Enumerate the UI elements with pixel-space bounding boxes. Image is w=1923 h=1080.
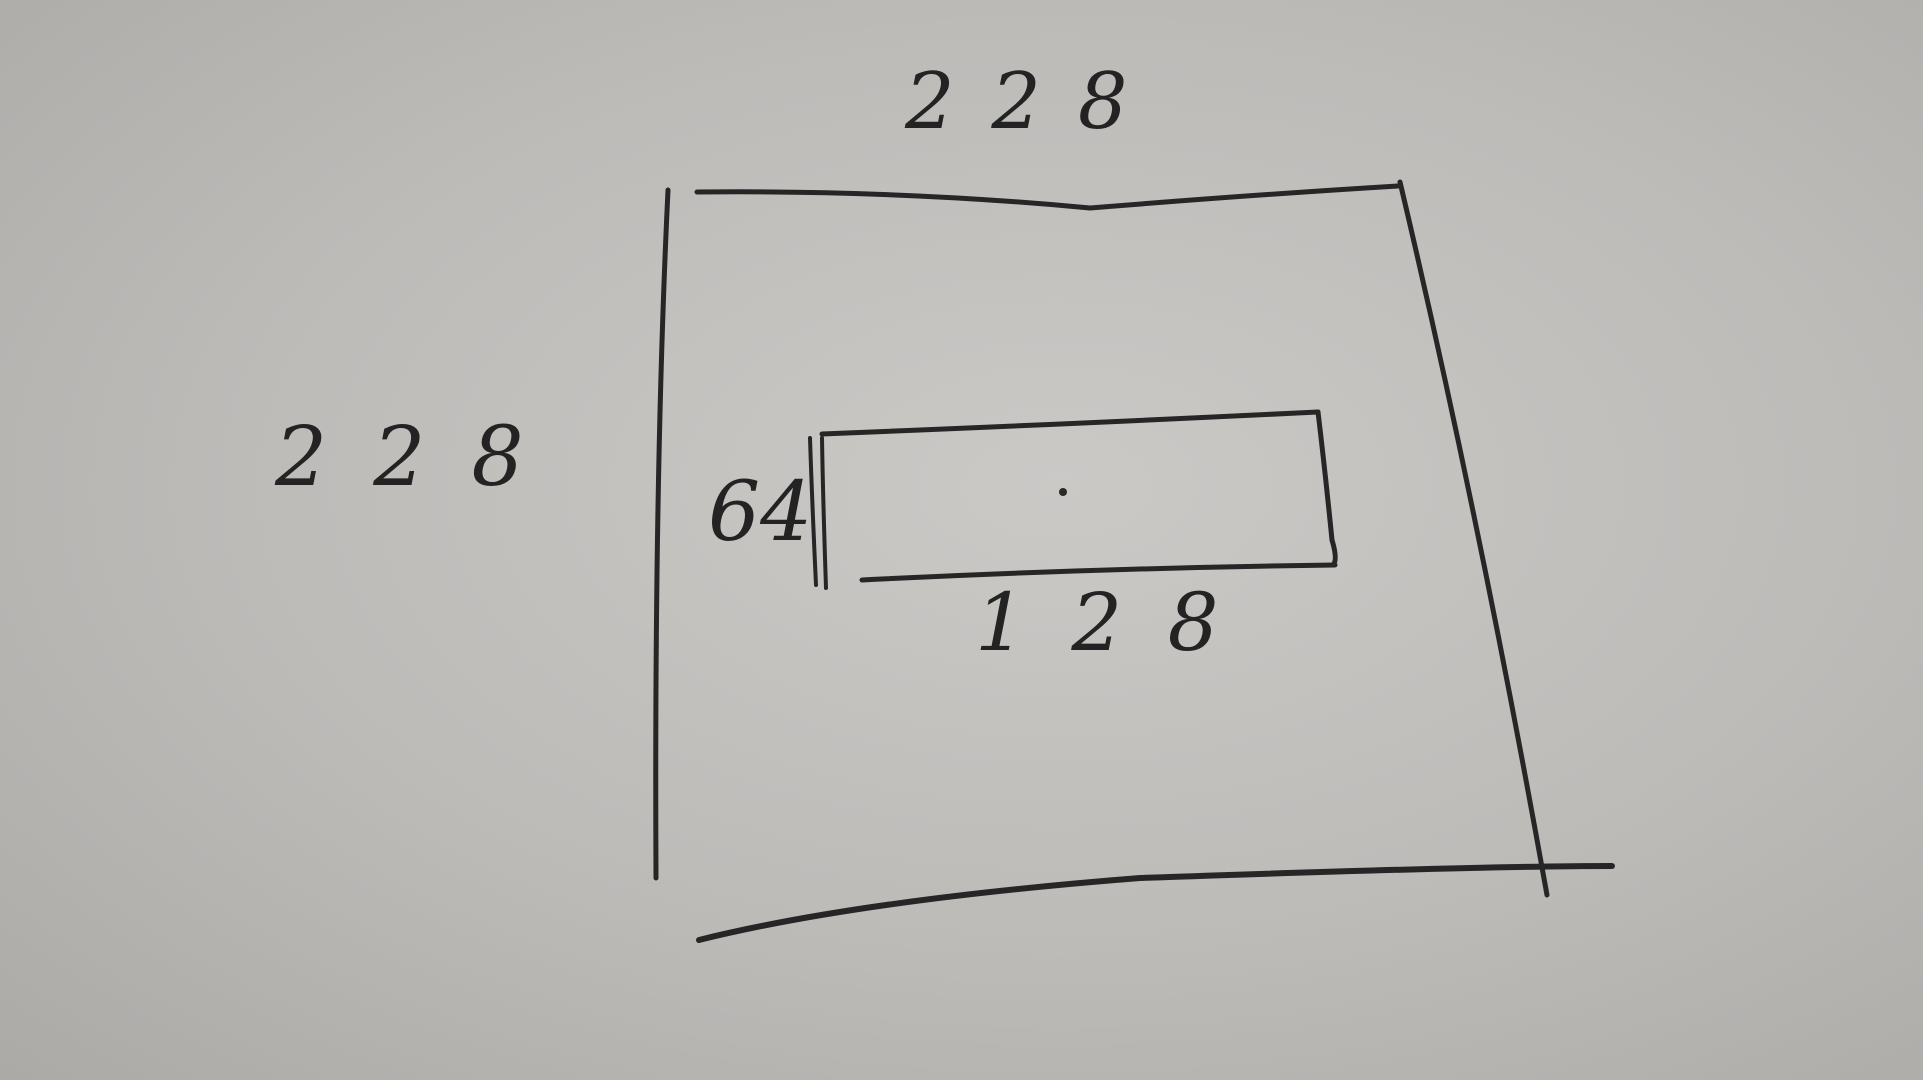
center-dot xyxy=(1059,488,1067,496)
outer-box xyxy=(653,179,1615,943)
outer-width-label: 2 2 8 xyxy=(904,57,1133,147)
outer-height-label: 2 2 8 xyxy=(274,410,534,505)
inner-height-label: 64 xyxy=(708,465,812,560)
inner-box xyxy=(808,409,1338,590)
inner-width-label: 1 2 8 xyxy=(975,576,1229,669)
